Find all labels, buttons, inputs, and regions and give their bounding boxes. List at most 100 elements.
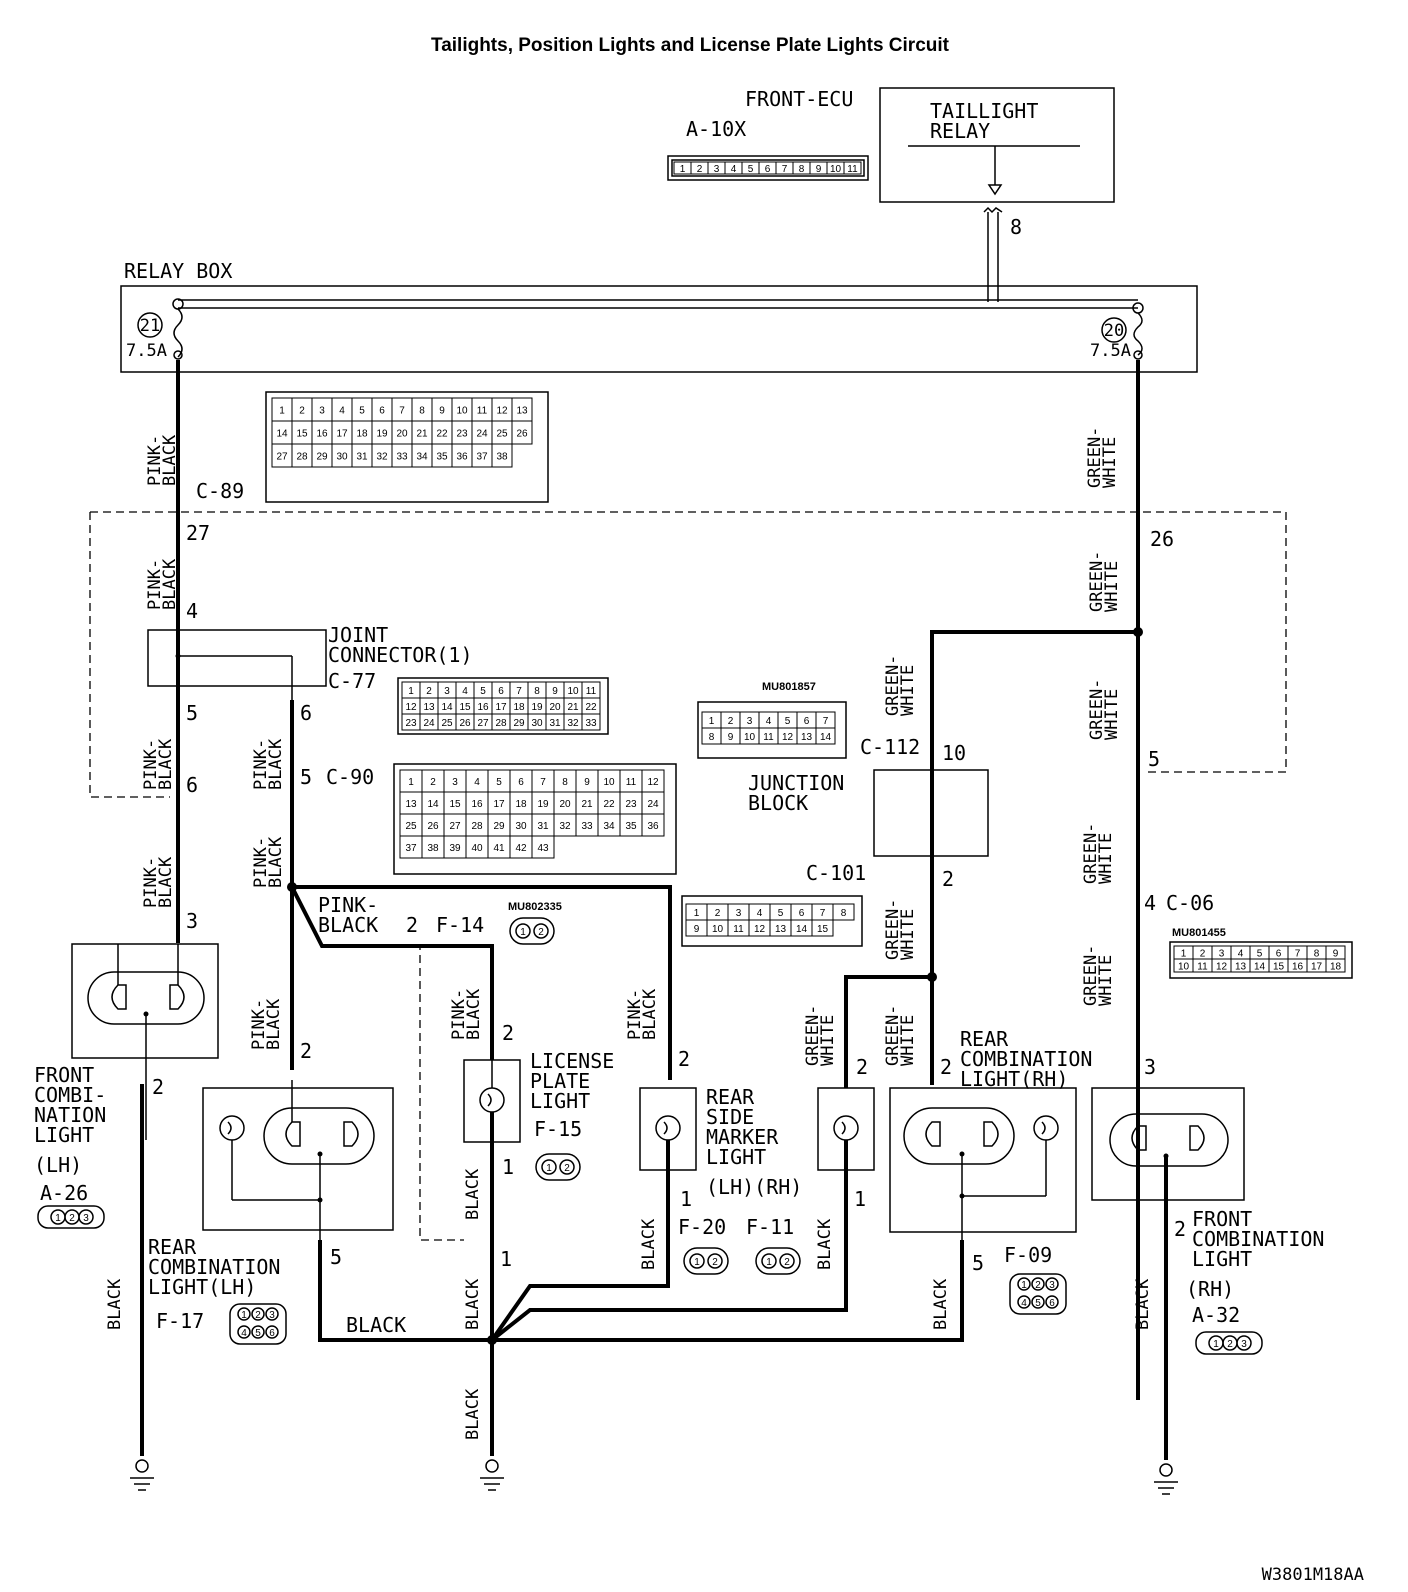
connector-pin-number: 33 — [396, 452, 408, 463]
connector-pin-number: 12 — [754, 924, 766, 935]
f14-label: F-14 — [436, 913, 484, 937]
connector-pin-number: 4 — [731, 164, 737, 175]
connector-pin-number: 23 — [405, 718, 417, 729]
front-ecu-label: FRONT-ECU — [745, 87, 853, 111]
connector-pin-number: 32 — [559, 821, 571, 832]
connector-pin-number: 2 — [1200, 949, 1206, 960]
svg-text:5: 5 — [1035, 1298, 1041, 1309]
front-rh-line2: COMBINATION — [1192, 1227, 1324, 1251]
svg-text:PINK-: PINK- — [449, 989, 469, 1040]
connector-pin-number: 13 — [405, 799, 417, 810]
svg-text:WHITE: WHITE — [1102, 561, 1122, 612]
relay-pin-8: 8 — [1010, 215, 1022, 239]
svg-text:1: 1 — [694, 1257, 700, 1268]
connector-pin — [843, 161, 862, 175]
connector-pin-number: 1 — [1181, 949, 1187, 960]
c90-label: C-90 — [326, 765, 374, 789]
connector-pin-number: 8 — [419, 406, 425, 417]
connector-pin-number: 24 — [476, 429, 488, 440]
connector-pin-number: 7 — [540, 777, 546, 788]
connector-pin-number: 31 — [537, 821, 549, 832]
connector-pin-number: 15 — [296, 429, 308, 440]
mu801455-label: MU801455 — [1172, 927, 1226, 939]
c06-pin-4: 4 — [1144, 891, 1156, 915]
fuse-20-amp: 7.5A — [1090, 341, 1131, 361]
connector-pin — [811, 919, 834, 937]
svg-text:WHITE: WHITE — [818, 1015, 838, 1066]
connector-pin-number: 9 — [584, 777, 590, 788]
fuse-21-amp: 7.5A — [126, 341, 167, 361]
connector-pin-number: 6 — [379, 406, 385, 417]
connector-pin-number: 16 — [477, 702, 489, 713]
connector-pin-number: 16 — [316, 429, 328, 440]
connector-pin-number: 32 — [376, 452, 388, 463]
connector-pin-number: 6 — [518, 777, 524, 788]
wire-black-marker-lh — [490, 1140, 670, 1342]
connector-pin-number: 13 — [516, 406, 528, 417]
connector-pin-number: 25 — [441, 718, 453, 729]
front-rh-pin-2: 2 — [1174, 1217, 1186, 1241]
connector-pin — [491, 443, 513, 468]
connector-pin-number: 37 — [405, 843, 417, 854]
marker-line1: REAR — [706, 1085, 755, 1109]
front-lh-line4: LIGHT — [34, 1123, 94, 1147]
connector-pin-number: 36 — [456, 452, 468, 463]
connector-pin-number: 5 — [748, 164, 754, 175]
rear-rh-line2: COMBINATION — [960, 1047, 1092, 1071]
svg-text:1: 1 — [241, 1310, 247, 1321]
svg-text:BLACK: BLACK — [156, 856, 176, 908]
wire-black-rear-lh — [318, 1240, 492, 1342]
license-pin-2: 2 — [502, 1021, 514, 1045]
junction-block-line2: BLOCK — [748, 791, 808, 815]
connector-pin-number: 23 — [625, 799, 637, 810]
relay-ground-arrow — [987, 184, 1003, 196]
license-pin-1: 1 — [502, 1155, 514, 1179]
front-lh-line1: FRONT — [34, 1063, 94, 1087]
connector-pin-number: 3 — [452, 777, 458, 788]
connector-pin-number: 11 — [586, 686, 597, 697]
ground-icon — [1154, 1463, 1178, 1495]
connector-pin-number: 7 — [820, 908, 826, 919]
wire-pink-black-side-marker — [292, 885, 672, 1080]
connector-pin-number: 26 — [516, 429, 528, 440]
connector-pin-number: 23 — [456, 429, 468, 440]
svg-text:2: 2 — [538, 927, 544, 938]
connector-pin-number: 11 — [1197, 962, 1208, 973]
connector-pin-number: 5 — [480, 686, 486, 697]
connector-pin-number: 1 — [680, 164, 686, 175]
connector-pin-number: 31 — [549, 718, 561, 729]
connector-pin-number: 7 — [516, 686, 522, 697]
svg-text:PINK-: PINK- — [249, 999, 269, 1050]
svg-text:BLACK: BLACK — [815, 1218, 835, 1270]
rear-rh-line1: REAR — [960, 1027, 1009, 1051]
svg-text:1: 1 — [520, 927, 526, 938]
wire-green-white-junction — [930, 630, 1138, 1085]
connector-pin-number: 26 — [459, 718, 471, 729]
connector-pin-number: 11 — [477, 406, 488, 417]
rear-lh-line2: COMBINATION — [148, 1255, 280, 1279]
connector-pin-number: 2 — [697, 164, 703, 175]
connector-pin-number: 3 — [747, 716, 753, 727]
connector-pin-number: 19 — [531, 702, 543, 713]
connector-pin-number: 9 — [728, 732, 734, 743]
front-lh-line2: COMBI- — [34, 1083, 106, 1107]
svg-text:GREEN-: GREEN- — [1087, 679, 1107, 740]
connector-pin — [832, 903, 855, 921]
connector-pin-number: 18 — [513, 702, 525, 713]
svg-text:6: 6 — [1049, 1298, 1055, 1309]
c112-pin-10: 10 — [942, 741, 966, 765]
connector-pin-number: 9 — [439, 406, 445, 417]
connector-pin — [581, 713, 601, 731]
connector-pin-number: 24 — [647, 799, 659, 810]
connector-pin-number: 13 — [1235, 962, 1247, 973]
connector-pin-number: 15 — [817, 924, 829, 935]
taillight-relay-box — [879, 87, 1115, 203]
marker-line3: MARKER — [706, 1125, 779, 1149]
